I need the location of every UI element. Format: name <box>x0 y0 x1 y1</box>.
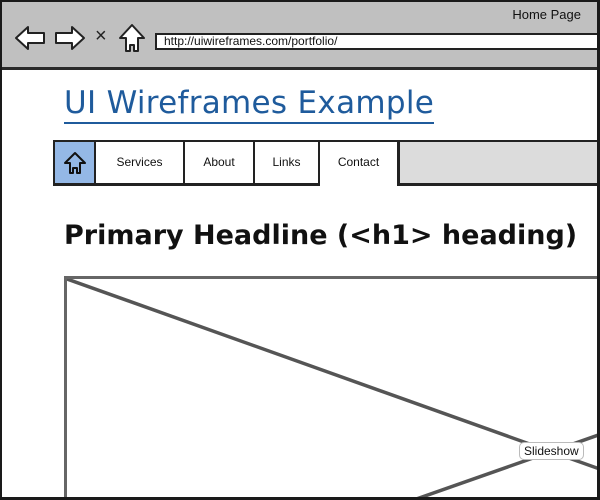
main-navbar: Services About Links Contact <box>53 140 597 186</box>
image-placeholder-cross-icon <box>67 279 597 497</box>
home-icon <box>64 152 86 174</box>
page-headline: Primary Headline (<h1> heading) <box>64 220 578 251</box>
site-title-link[interactable]: UI Wireframes Example <box>64 84 435 124</box>
arrow-left-icon[interactable] <box>14 24 46 52</box>
nav-item-contact[interactable]: Contact <box>320 142 400 186</box>
browser-chrome: Home Page × http://uiwireframes.com/port… <box>2 2 597 70</box>
window-title: Home Page <box>512 7 581 22</box>
arrow-right-icon[interactable] <box>54 24 86 52</box>
slideshow-label: Slideshow <box>519 442 584 460</box>
nav-item-links[interactable]: Links <box>255 142 320 183</box>
slideshow-image-placeholder <box>64 276 597 497</box>
url-input[interactable]: http://uiwireframes.com/portfolio/ <box>155 33 597 50</box>
home-icon[interactable] <box>118 23 146 53</box>
nav-item-services[interactable]: Services <box>96 142 185 183</box>
nav-item-about[interactable]: About <box>185 142 255 183</box>
nav-home-button[interactable] <box>55 142 96 183</box>
close-icon[interactable]: × <box>95 25 107 47</box>
